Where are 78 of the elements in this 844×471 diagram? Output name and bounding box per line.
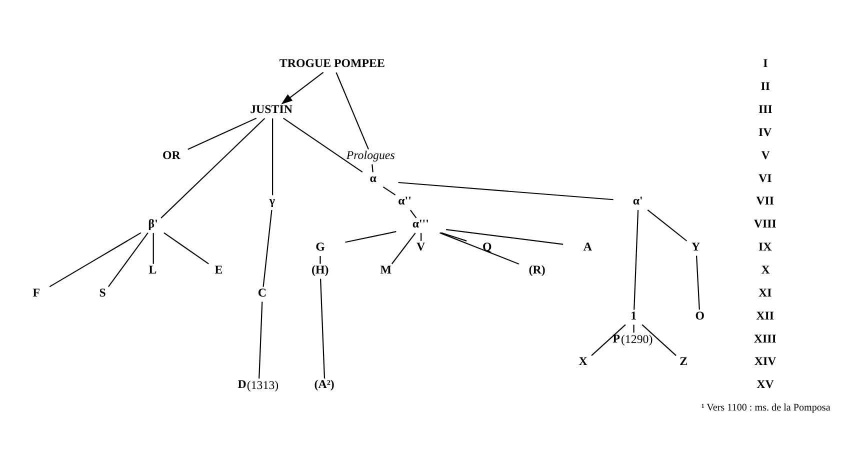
connector bbox=[647, 208, 688, 241]
node-text: (R) bbox=[528, 262, 546, 276]
label: XV bbox=[756, 376, 774, 391]
label: IV bbox=[758, 124, 772, 138]
label: IX bbox=[758, 239, 772, 254]
connector bbox=[372, 164, 374, 172]
node-text: F bbox=[32, 284, 40, 299]
node-text: α''' bbox=[412, 216, 429, 230]
connector bbox=[420, 232, 422, 240]
connector bbox=[320, 255, 321, 264]
node-text: O bbox=[695, 308, 704, 322]
label: III bbox=[758, 102, 772, 116]
label: V bbox=[761, 147, 770, 162]
connector bbox=[272, 118, 274, 195]
connector bbox=[160, 117, 266, 218]
connector bbox=[320, 278, 326, 378]
label: VII bbox=[756, 193, 774, 208]
connector bbox=[591, 324, 626, 356]
label: XIII bbox=[754, 330, 776, 345]
connector bbox=[642, 324, 676, 356]
connector bbox=[410, 209, 417, 218]
connector bbox=[345, 230, 396, 242]
node-text: V bbox=[416, 239, 426, 254]
node-text: Prologues bbox=[346, 147, 395, 162]
connector bbox=[382, 186, 396, 195]
connector bbox=[446, 228, 564, 244]
node-text: L bbox=[148, 262, 157, 276]
connector bbox=[283, 117, 363, 172]
connector bbox=[188, 117, 257, 150]
node-text: β' bbox=[148, 216, 158, 230]
node-text: TROGUE POMPEE bbox=[279, 56, 385, 70]
label: XIV bbox=[754, 354, 776, 368]
node-text: C bbox=[258, 284, 266, 299]
node-text: Q bbox=[482, 239, 492, 254]
connector bbox=[440, 232, 520, 264]
label: XI bbox=[758, 284, 772, 299]
connector bbox=[336, 72, 369, 150]
node-text: 1 bbox=[630, 308, 637, 322]
node-text: γ bbox=[269, 193, 275, 208]
label: VIII bbox=[754, 216, 776, 230]
label: VI bbox=[758, 170, 772, 184]
connector bbox=[262, 209, 272, 286]
node-text: α'' bbox=[398, 193, 412, 208]
node-text: α' bbox=[632, 193, 643, 208]
node-text: (A²) bbox=[314, 376, 334, 391]
arrow bbox=[281, 71, 324, 104]
node-text: α bbox=[370, 170, 376, 184]
node-text: P bbox=[612, 330, 620, 345]
node-text: E bbox=[214, 262, 223, 276]
label: XII bbox=[756, 308, 774, 322]
node-label: (1313) bbox=[246, 378, 279, 392]
connector bbox=[696, 255, 700, 310]
connector bbox=[152, 232, 154, 264]
node-text: Y bbox=[692, 239, 700, 254]
label: ¹ Vers 1100 : ms. de la Pomposa bbox=[701, 402, 830, 413]
connector bbox=[164, 232, 209, 264]
connector bbox=[108, 232, 148, 287]
connector bbox=[258, 301, 263, 378]
node-label: (1290) bbox=[620, 332, 653, 346]
node-text: A bbox=[583, 239, 592, 254]
connector bbox=[391, 232, 416, 264]
connector bbox=[634, 210, 639, 310]
label: II bbox=[760, 78, 770, 93]
node-text: D bbox=[238, 376, 246, 391]
node-text: S bbox=[99, 284, 106, 299]
node-text: M bbox=[380, 262, 392, 276]
node-text: (H) bbox=[312, 262, 329, 276]
node-text: Z bbox=[680, 354, 688, 368]
node-text: JUSTIN bbox=[250, 102, 292, 116]
connector bbox=[633, 324, 634, 332]
connector bbox=[49, 232, 142, 287]
node-text: X bbox=[578, 354, 588, 368]
connector bbox=[398, 181, 614, 200]
connector bbox=[441, 232, 467, 241]
node-text: G bbox=[316, 239, 325, 254]
label: I bbox=[763, 56, 768, 70]
label: X bbox=[761, 262, 770, 276]
node-text: OR bbox=[162, 147, 180, 162]
